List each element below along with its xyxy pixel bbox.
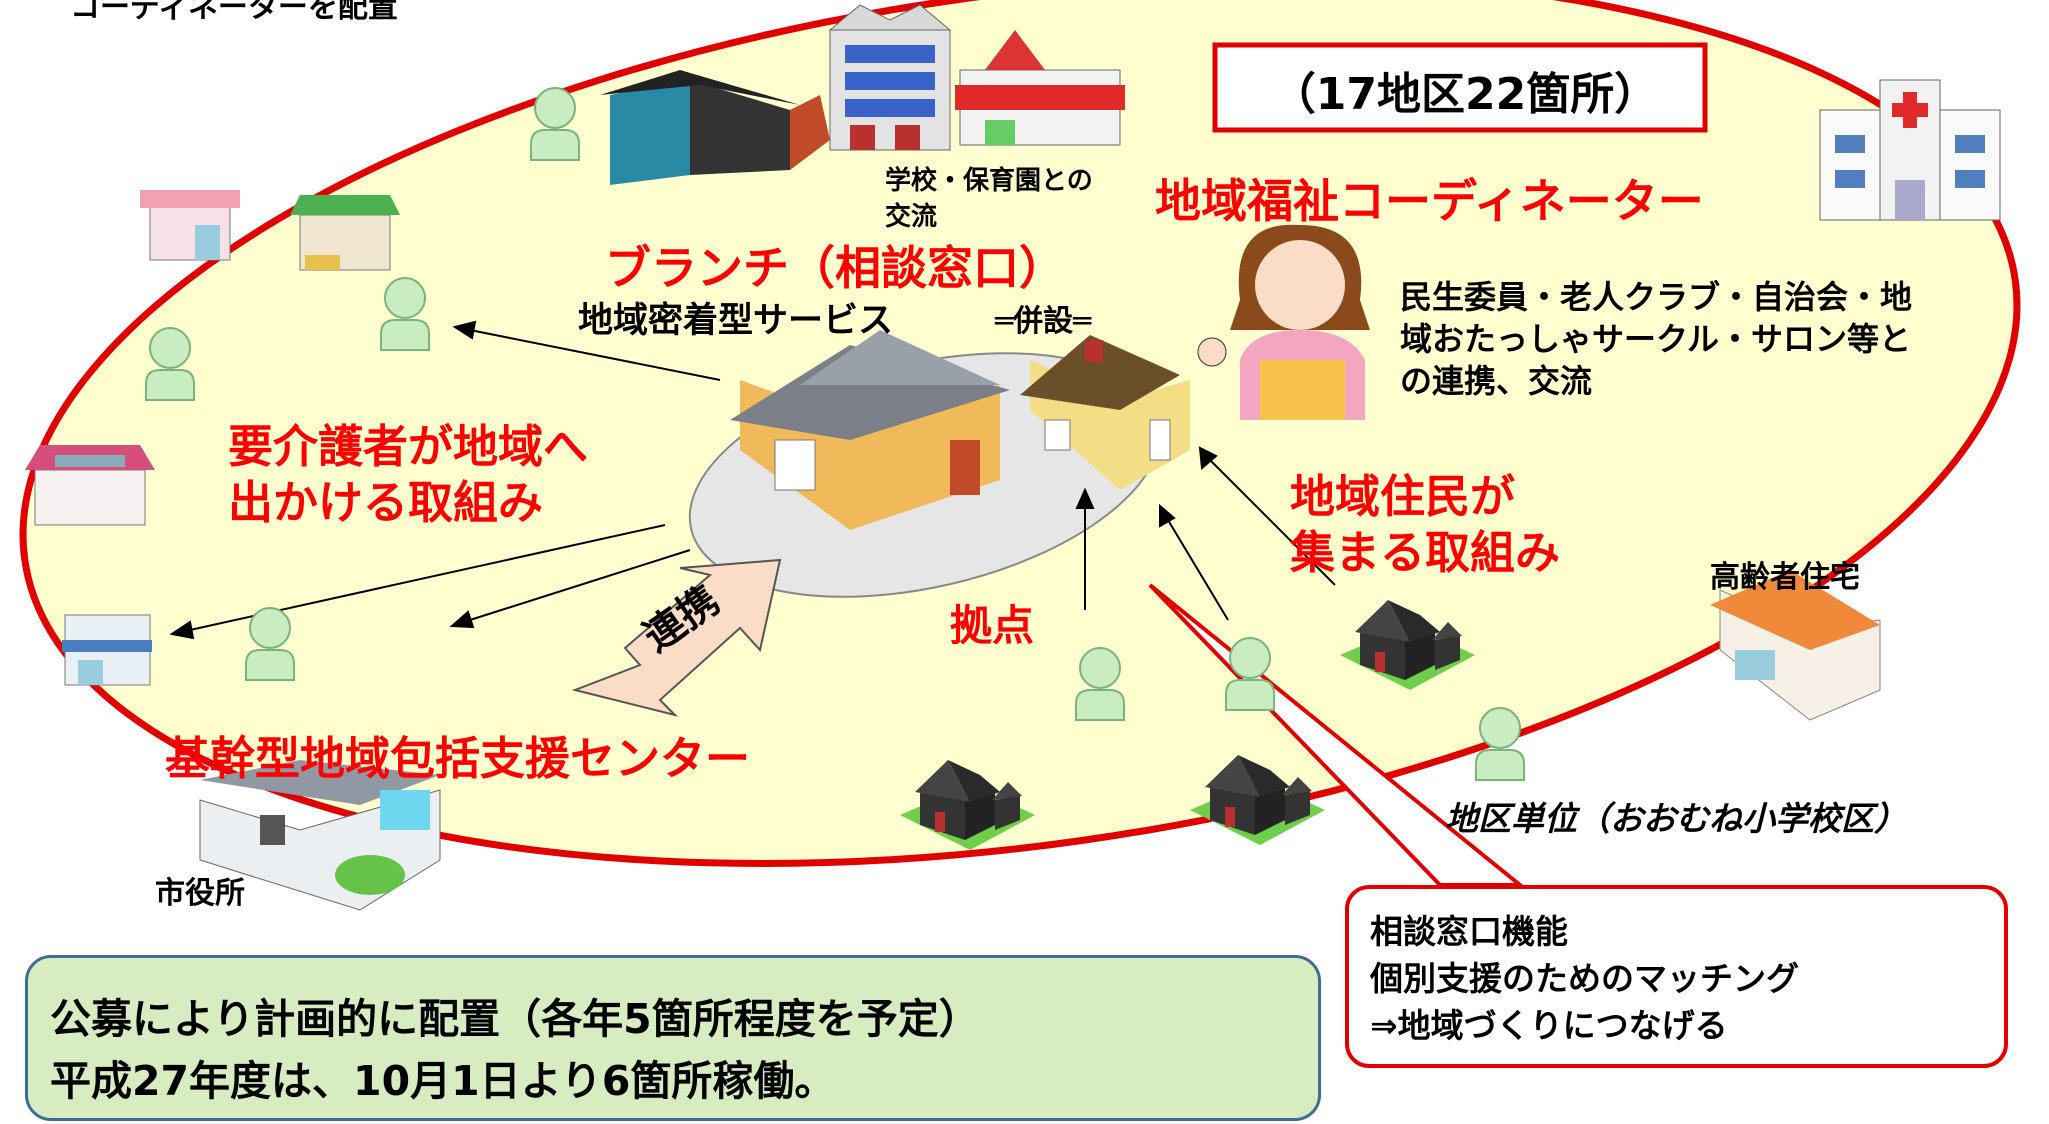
consult-line1: 相談窓口機能 — [1370, 912, 1568, 951]
coordinator-desc-line2: 域おたっしゃサークル・サロン等と — [1400, 320, 1912, 358]
coordinator-title: 地域福祉コーディネーター — [1155, 174, 1704, 228]
school-building-icon — [828, 4, 952, 151]
elderly-housing-label: 高齢者住宅 — [1710, 560, 1860, 595]
branch-house-icon — [730, 330, 1010, 530]
cooperation-arrow — [571, 558, 782, 717]
outing-line2: 出かける取組み — [228, 476, 544, 529]
plan-line1: 公募により計画的に配置（各年5箇所程度を予定） — [50, 995, 980, 1043]
nursery-icon — [955, 30, 1125, 146]
base-label: 拠点 — [950, 601, 1035, 650]
gathering-line2: 集まる取組み — [1290, 526, 1561, 579]
elderly-housing-icon — [1710, 570, 1881, 721]
coordinator-woman-icon — [1197, 224, 1370, 420]
consult-line3: ⇒地域づくりにつなげる — [1370, 1006, 1728, 1045]
gathering-line1: 地域住民が — [1290, 470, 1516, 523]
district-count-label: （17地区22箇所） — [1271, 69, 1659, 120]
branch-service-label: 地域密着型サービス — [578, 301, 894, 341]
consult-line2: 個別支援のためのマッチング — [1370, 959, 1799, 998]
school-note-line2: 交流 — [885, 202, 938, 232]
coordinator-desc-line1: 民生委員・老人クラブ・自治会・地 — [1400, 278, 1913, 316]
district-count-box — [1212, 42, 1708, 133]
district-unit-label: 地区単位（おおむね小学校区） — [1445, 799, 1907, 838]
city-hall-label: 市役所 — [155, 876, 245, 911]
school-note-line1: 学校・保育園との — [885, 166, 1093, 196]
shop-icon — [140, 190, 240, 261]
header-partial-text: コーディネーターを配置 — [70, 0, 398, 25]
hospital-icon — [1819, 79, 2001, 221]
center-title: 基幹型地域包括支援センター — [165, 732, 751, 785]
store-icon — [62, 614, 152, 686]
outing-line1: 要介護者が地域へ — [228, 420, 589, 473]
branch-title: ブランチ（相談窓口） — [605, 241, 1065, 295]
townhouse-icon — [600, 70, 830, 185]
shop-icon — [25, 445, 155, 526]
coordinator-desc-line3: の連携、交流 — [1400, 362, 1593, 400]
city-hall-icon — [199, 760, 441, 911]
branch-annex-label: ═併設═ — [995, 304, 1092, 339]
consult-callout-box — [1345, 885, 2008, 1068]
annex-house-icon — [1020, 335, 1190, 490]
plan-box — [25, 955, 1321, 1121]
store-icon — [290, 195, 400, 271]
plan-line2: 平成27年度は、10月1日より6箇所稼働。 — [50, 1057, 836, 1105]
